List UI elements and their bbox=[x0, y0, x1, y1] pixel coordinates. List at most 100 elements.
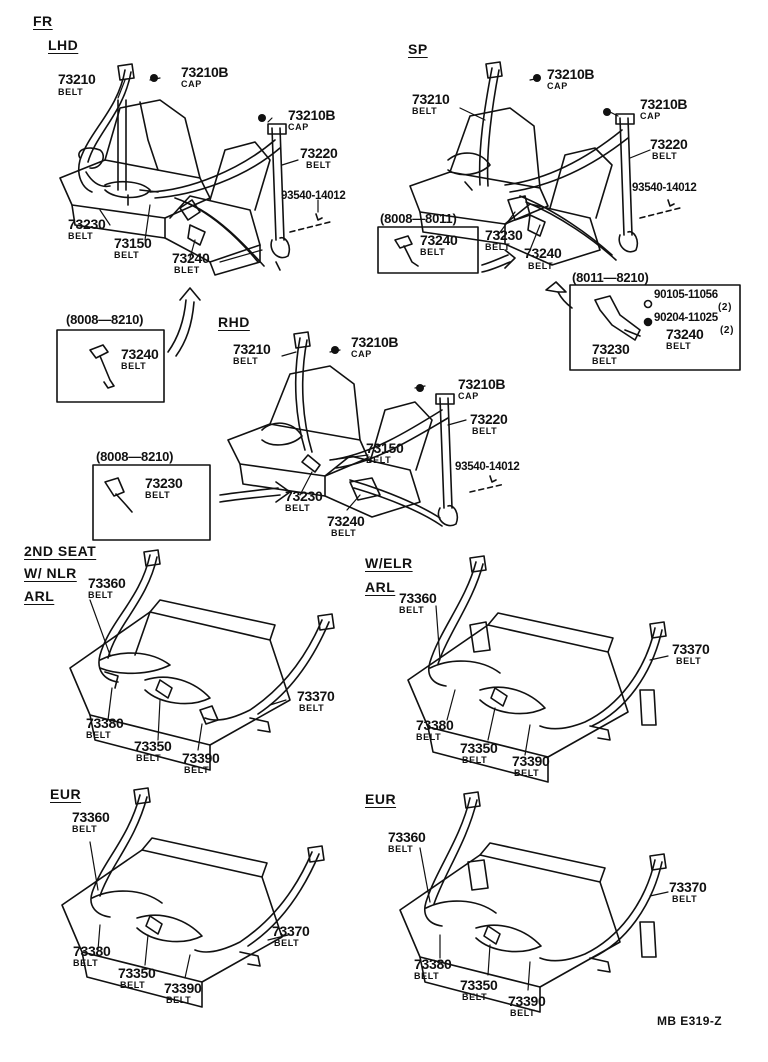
part-73360: 73360 bbox=[388, 829, 426, 845]
part-73210b: 73210B bbox=[458, 376, 506, 392]
part-73360: 73360 bbox=[72, 809, 110, 825]
part-label: BELT bbox=[299, 703, 325, 713]
rhd-seat-assembly bbox=[227, 331, 506, 527]
sp-seat-assembly bbox=[409, 61, 681, 266]
part-73220: 73220 bbox=[650, 136, 688, 152]
header-rhd: RHD bbox=[218, 314, 250, 330]
eur-right-assembly bbox=[399, 791, 667, 1013]
part-73380: 73380 bbox=[414, 956, 452, 972]
part-90105: 90105-11056 bbox=[654, 289, 718, 301]
part-label: BELT bbox=[672, 894, 698, 904]
part-label: BELT bbox=[528, 261, 554, 271]
cap-marker bbox=[603, 108, 611, 116]
part-73230: 73230 bbox=[285, 488, 323, 504]
part-label: BELT bbox=[136, 753, 162, 763]
part-93540: 93540-14012 bbox=[455, 461, 520, 473]
part-73390: 73390 bbox=[512, 753, 550, 769]
part-label: CAP bbox=[547, 81, 568, 91]
part-label: BELT bbox=[462, 992, 488, 1002]
part-73350: 73350 bbox=[134, 738, 172, 754]
cap-marker bbox=[533, 74, 541, 82]
part-label: BELT bbox=[414, 971, 440, 981]
part-73360: 73360 bbox=[399, 590, 437, 606]
header-eur-right: EUR bbox=[365, 791, 397, 807]
part-label: BELT bbox=[145, 490, 171, 500]
part-label: BELT bbox=[72, 824, 98, 834]
part-label: BELT bbox=[274, 938, 300, 948]
cap-marker bbox=[331, 346, 339, 354]
part-label: BELT bbox=[114, 250, 140, 260]
lhd-seat-assembly bbox=[59, 63, 331, 276]
part-73210b: 73210B bbox=[640, 96, 688, 112]
header-sp: SP bbox=[408, 41, 428, 57]
header-w-nlr: W/ NLR bbox=[24, 565, 77, 581]
diagram-code: MB E319-Z bbox=[657, 1014, 722, 1028]
part-93540: 93540-14012 bbox=[632, 182, 697, 194]
part-73230: 73230 bbox=[68, 216, 106, 232]
qty-label: (2) bbox=[720, 325, 735, 336]
part-label: BELT bbox=[416, 732, 442, 742]
second-seat-elr-assembly bbox=[407, 555, 667, 783]
range-rhd-inset: (8008—8210) bbox=[96, 449, 174, 464]
part-label: BELT bbox=[472, 426, 498, 436]
part-90204: 90204-11025 bbox=[654, 312, 718, 324]
part-73150: 73150 bbox=[114, 235, 152, 251]
lhd-inset-box bbox=[56, 287, 201, 403]
part-label: BELT bbox=[366, 455, 392, 465]
part-label: BELT bbox=[412, 106, 438, 116]
part-label: BELT bbox=[331, 528, 357, 538]
part-73240: 73240 bbox=[172, 250, 210, 266]
part-label: BELT bbox=[676, 656, 702, 666]
header-arl-right: ARL bbox=[365, 579, 396, 595]
rhd-inset-box bbox=[92, 464, 291, 541]
part-label: BELT bbox=[120, 980, 146, 990]
part-label: BELT bbox=[592, 356, 618, 366]
part-73210b: 73210B bbox=[547, 66, 595, 82]
cap-marker bbox=[416, 384, 424, 392]
part-label: BELT bbox=[285, 503, 311, 513]
part-73380: 73380 bbox=[86, 715, 124, 731]
part-73390: 73390 bbox=[508, 993, 546, 1009]
part-label: BELT bbox=[86, 730, 112, 740]
part-label: BELT bbox=[88, 590, 114, 600]
part-73240: 73240 bbox=[666, 326, 704, 342]
header-lhd: LHD bbox=[48, 37, 79, 53]
part-73220: 73220 bbox=[300, 145, 338, 161]
qty-label: (2) bbox=[718, 302, 733, 313]
header-fr: FR bbox=[33, 13, 53, 29]
part-73380: 73380 bbox=[416, 717, 454, 733]
part-73210b: 73210B bbox=[288, 107, 336, 123]
part-73210b: 73210B bbox=[181, 64, 229, 80]
part-73390: 73390 bbox=[164, 980, 202, 996]
part-label: BELT bbox=[666, 341, 692, 351]
part-73210: 73210 bbox=[58, 71, 96, 87]
range-lhd-inset: (8008—8210) bbox=[66, 312, 144, 327]
part-label: CAP bbox=[181, 79, 202, 89]
part-label: CAP bbox=[351, 349, 372, 359]
part-73240: 73240 bbox=[420, 232, 458, 248]
part-73230: 73230 bbox=[485, 227, 523, 243]
header-w-elr: W/ELR bbox=[365, 555, 413, 571]
part-label: BELT bbox=[184, 765, 210, 775]
part-73210: 73210 bbox=[233, 341, 271, 357]
part-73350: 73350 bbox=[118, 965, 156, 981]
part-73220: 73220 bbox=[470, 411, 508, 427]
part-label: CAP bbox=[640, 111, 661, 121]
part-73390: 73390 bbox=[182, 750, 220, 766]
part-label: BELT bbox=[388, 844, 414, 854]
part-label: BELT bbox=[73, 958, 99, 968]
cap-marker bbox=[258, 114, 266, 122]
part-73370: 73370 bbox=[272, 923, 310, 939]
cap-marker bbox=[150, 74, 158, 82]
part-73150: 73150 bbox=[366, 440, 404, 456]
part-73350: 73350 bbox=[460, 740, 498, 756]
sp-inset-a-box bbox=[377, 226, 516, 274]
range-sp-inset-b: (8011—8210) bbox=[572, 270, 649, 285]
part-label: BELT bbox=[514, 768, 540, 778]
range-sp-inset-a: (8008—8011) bbox=[380, 211, 457, 226]
part-93540: 93540-14012 bbox=[281, 190, 346, 202]
header-arl-left: ARL bbox=[24, 588, 55, 604]
part-73370: 73370 bbox=[672, 641, 710, 657]
